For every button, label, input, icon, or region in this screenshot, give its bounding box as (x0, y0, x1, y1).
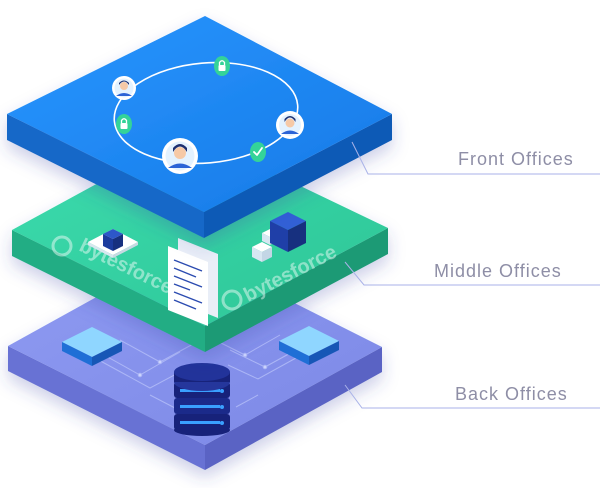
middle-layer-side-right (205, 228, 388, 352)
user-avatar-right-icon (276, 111, 304, 139)
middle-offices-leader (344, 261, 600, 286)
middle-offices-label: Middle Offices (434, 261, 562, 281)
front-layer-side-right (204, 114, 392, 238)
lock-badge-top-icon (214, 56, 230, 76)
user-avatar-bottom-icon (162, 138, 198, 174)
back-left-module-icon (62, 327, 122, 366)
orbit-ring (113, 61, 299, 165)
back-offices-label: Back Offices (455, 384, 568, 404)
back-right-module-icon (279, 326, 339, 365)
front-layer-side-left (7, 114, 204, 238)
check-badge-icon (250, 142, 266, 162)
middle-layer-side-left (12, 230, 205, 352)
server-stack-icon (174, 363, 230, 436)
user-avatar-top-left-icon (112, 76, 136, 100)
front-layer-top (7, 16, 392, 212)
front-offices-leader (351, 141, 600, 175)
middle-cube-icon (88, 229, 138, 258)
front-offices-layer (7, 16, 392, 238)
front-offices-label: Front Offices (458, 149, 574, 169)
back-layer-side-right (205, 347, 382, 470)
data-blocks-icon (252, 212, 306, 262)
leader-lines (344, 141, 600, 409)
lock-badge-left-icon (116, 114, 132, 134)
document-icon (168, 238, 218, 326)
back-offices-leader (344, 384, 600, 409)
back-layer-side-left (8, 346, 205, 470)
